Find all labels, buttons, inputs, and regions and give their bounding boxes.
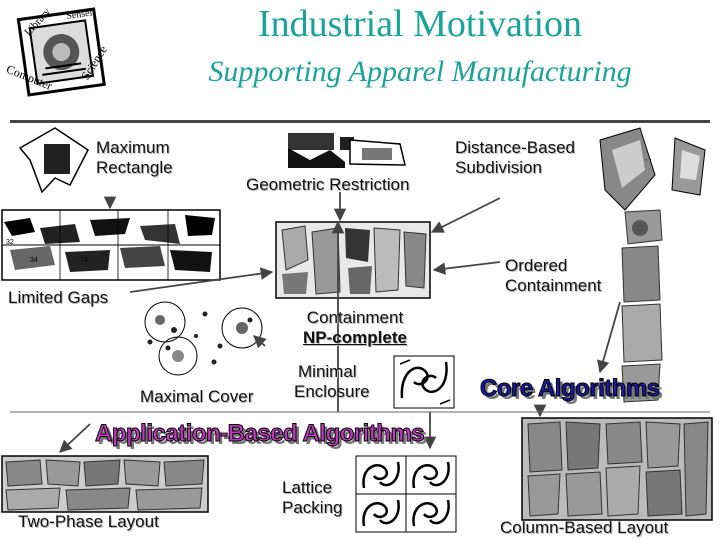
ordered-containment-illustration [621, 209, 663, 403]
label-maximal-cover: Maximal Cover [140, 387, 254, 406]
two-phase-layout-illustration [1, 455, 209, 513]
label-maximum-rectangle: Maximum Rectangle [96, 138, 173, 177]
page-subtitle: Supporting Apparel Manufacturing [208, 55, 632, 88]
label-column-based-layout: Column-Based Layout [500, 518, 669, 537]
label-containment: Containment NP-complete [280, 308, 430, 348]
minimal-enclosure-illustration [393, 355, 455, 409]
arrow [59, 423, 91, 453]
label-ordered-containment: Ordered Containment [505, 256, 602, 295]
label-lattice-packing: Lattice Packing [282, 478, 343, 517]
diagram-arrows [59, 192, 621, 453]
arrow [129, 267, 274, 293]
label-distance-based-subdivision: Distance-Based Subdivision [455, 138, 576, 177]
label-two-phase-layout: Two-Phase Layout [18, 512, 159, 531]
lattice-packing-illustration [355, 455, 457, 533]
label-geometric-restriction: Geometric Restriction [246, 175, 410, 194]
arrow [597, 301, 621, 374]
label-minimal-enclosure: Minimal Enclosure [294, 362, 370, 401]
label-core-algorithms: Core Algorithms [480, 375, 661, 403]
svg-text:, ,: , , [645, 153, 652, 162]
label-np-complete: NP-complete [303, 328, 407, 347]
geometric-restriction-illustration [288, 133, 406, 168]
logo-text-top-right: Sensei [66, 7, 94, 22]
maximum-rectangle-illustration [18, 127, 89, 194]
label-application-based-algorithms: Application-Based Algorithms [94, 420, 425, 448]
limited-gaps-marker: 32 34 14 [1, 209, 221, 281]
column-based-layout-illustration [521, 417, 713, 521]
arrow [432, 261, 501, 275]
page-title: Industrial Motivation [257, 3, 583, 45]
arrow [253, 335, 267, 349]
distance-subdivision-illustration: , , [599, 127, 706, 211]
marker-number: 34 [30, 257, 38, 264]
containment-illustration [275, 221, 431, 299]
maximal-cover-illustration [144, 301, 263, 376]
marker-number: 14 [80, 257, 88, 264]
arrow [430, 197, 501, 233]
title-divider [10, 120, 710, 123]
logo-seal: Library Sensei Computer Science [2, 2, 122, 112]
marker-number: 32 [6, 239, 14, 246]
label-limited-gaps: Limited Gaps [8, 288, 109, 307]
